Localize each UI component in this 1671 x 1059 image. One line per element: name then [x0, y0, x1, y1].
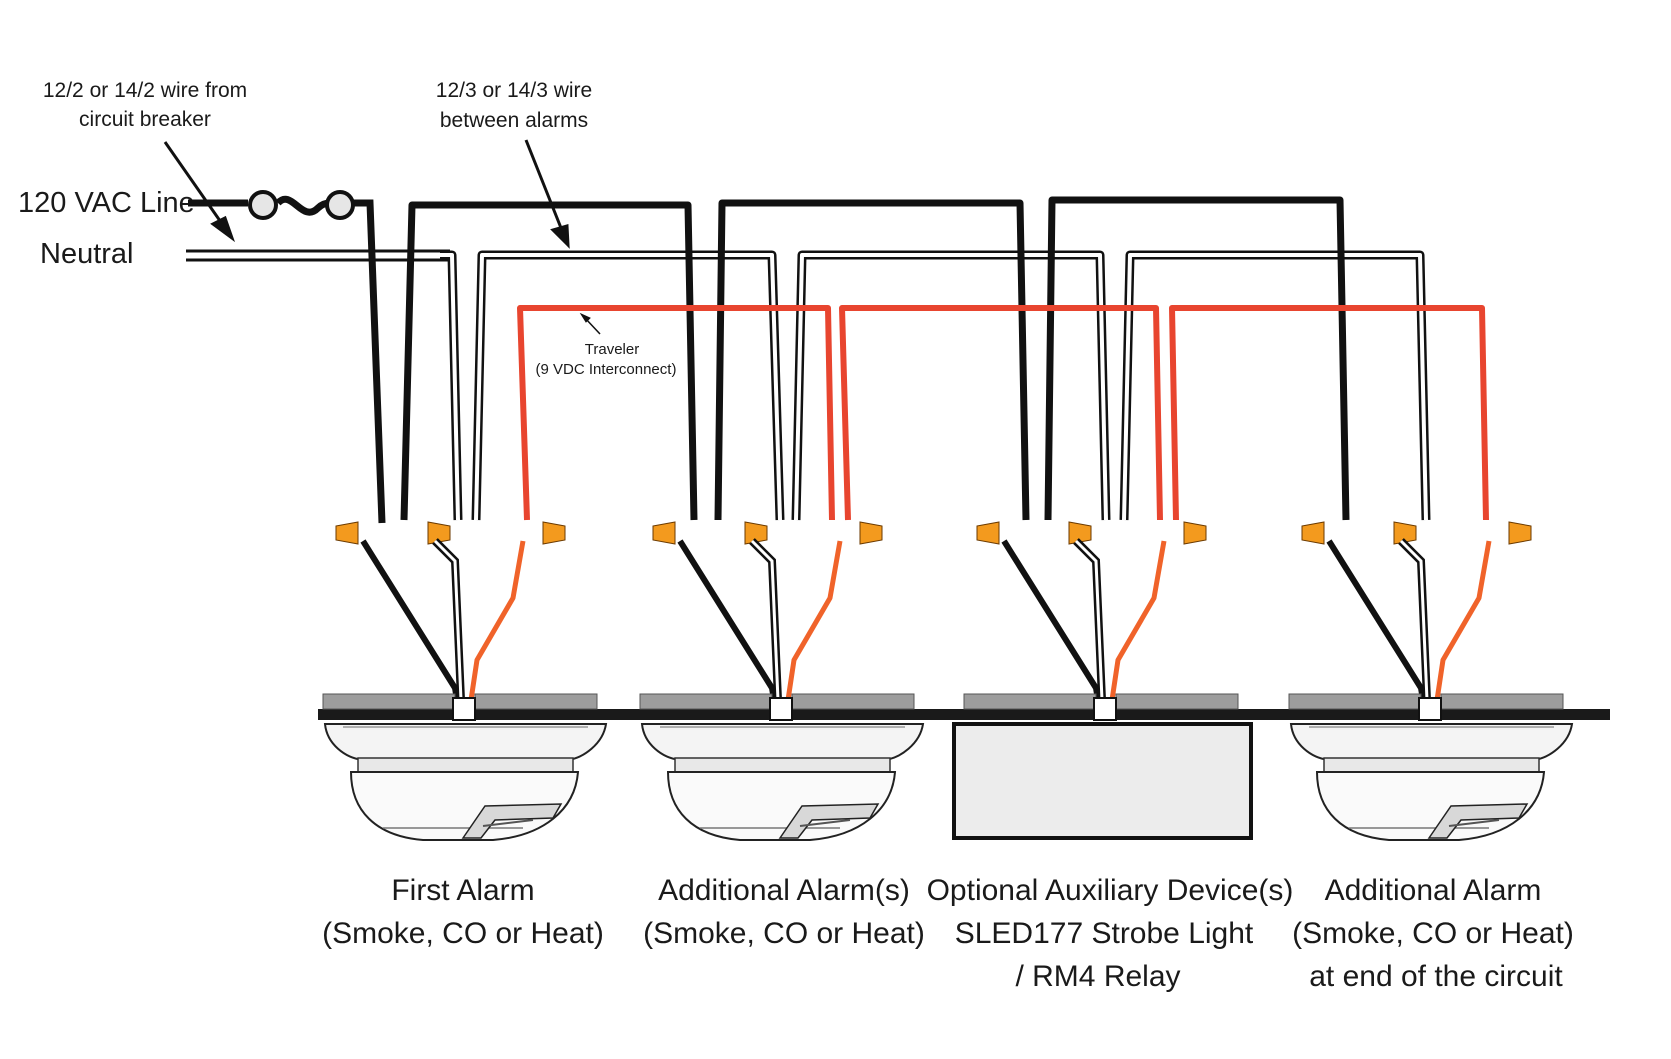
device-caption-1: First Alarm (Smoke, CO or Heat): [322, 874, 604, 950]
ceiling-line: [318, 709, 1610, 720]
mount-plate-left-4: [1288, 693, 1422, 710]
device-2-caption-line2: (Smoke, CO or Heat): [643, 917, 925, 950]
wire-source-label-line1: 12/2 or 14/2 wire from: [43, 79, 247, 102]
device-3-caption-line2: SLED177 Strobe Light: [955, 917, 1254, 950]
traveler-label-line1: Traveler: [585, 341, 639, 358]
wire-nut-4-3: [1508, 521, 1532, 545]
device-caption-4: Additional Alarm (Smoke, CO or Heat) at …: [1292, 874, 1574, 993]
hot-run-3: [1044, 196, 1350, 521]
neutral-run-1-2-core: [474, 253, 782, 521]
device-4-caption-line3: at end of the circuit: [1309, 960, 1563, 993]
auxiliary-device-box: [952, 722, 1253, 840]
alarm-button-4: [1427, 803, 1529, 839]
alarm-button-1: [461, 803, 563, 839]
terminal-block-2: [769, 697, 793, 721]
lead-neutral-core-2: [750, 539, 780, 701]
mount-plate-left-2: [639, 693, 773, 710]
wire-nut-1-3: [542, 521, 566, 545]
wire-between-label-line2: between alarms: [440, 109, 588, 132]
alarm-collar-1: [357, 757, 574, 773]
alarm-dome-2: [666, 771, 897, 841]
device-caption-2: Additional Alarm(s) (Smoke, CO or Heat): [643, 874, 925, 950]
wire-nut-4-2: [1393, 521, 1417, 545]
neutral-run-3-4-core: [1122, 253, 1428, 521]
alarm-dome-1: [349, 771, 580, 841]
device-4-caption-line1: Additional Alarm: [1325, 874, 1542, 907]
wire-nut-1-2: [427, 521, 451, 545]
annotation-arrows: [163, 139, 601, 335]
hot-wires: [400, 196, 1350, 521]
neutral-wires: [440, 250, 1431, 521]
wire-nut-2-1: [652, 521, 676, 545]
mount-plate-left-3: [963, 693, 1097, 710]
lead-traveler-3: [1109, 540, 1167, 701]
lead-traveler-2: [785, 540, 843, 701]
mount-plate-right-4: [1440, 693, 1564, 710]
device-leads: [360, 538, 1492, 701]
lead-traveler-1: [468, 540, 526, 701]
neutral-run-3-4-outline: [1119, 250, 1431, 521]
alarm-base-4: [1289, 723, 1574, 761]
lead-hot-4: [1326, 539, 1426, 701]
neutral-entry-1-core: [440, 253, 460, 521]
lead-neutral-core-3: [1074, 539, 1104, 701]
device-3-caption-line3: / RM4 Relay: [1015, 960, 1180, 993]
wire-nut-2-2: [744, 521, 768, 545]
alarm-button-2: [778, 803, 880, 839]
wire-source-label-line2: circuit breaker: [79, 108, 211, 131]
device-1-caption-line1: First Alarm: [391, 874, 534, 907]
mount-plate-right-3: [1115, 693, 1239, 710]
traveler-wires: [517, 305, 1489, 521]
mount-plate-right-2: [791, 693, 915, 710]
lead-neutral-core-1: [433, 539, 463, 701]
device-3-caption-line1: Optional Auxiliary Device(s): [927, 874, 1294, 907]
wire-nut-3-1: [976, 521, 1000, 545]
wire-nut-3-2: [1068, 521, 1092, 545]
hot-line-input: [188, 195, 386, 524]
alarm-vent-4: [1448, 819, 1500, 827]
lead-hot-3: [1001, 539, 1101, 701]
wire-nut-1-1: [335, 521, 359, 545]
alarm-collar-4: [1323, 757, 1540, 773]
lead-hot-2: [677, 539, 777, 701]
device-4-caption-line2: (Smoke, CO or Heat): [1292, 917, 1574, 950]
mount-plate-left-1: [322, 693, 456, 710]
fuse-icon: [248, 190, 355, 220]
mount-plate-right-1: [474, 693, 598, 710]
alarm-collar-2: [674, 757, 891, 773]
alarm-vent-1: [482, 819, 534, 827]
traveler-label-line2: (9 VDC Interconnect): [536, 361, 677, 378]
hot-run-2: [714, 199, 1030, 521]
traveler-run-3: [1169, 305, 1489, 521]
alarm-vent-2: [799, 819, 851, 827]
terminal-block-4: [1418, 697, 1442, 721]
alarm-base-2: [640, 723, 925, 761]
traveler-run-1: [517, 305, 835, 521]
device-caption-3: Optional Auxiliary Device(s) SLED177 Str…: [927, 874, 1294, 993]
terminal-block-3: [1093, 697, 1117, 721]
lead-hot-1: [360, 539, 460, 701]
alarm-base-1: [323, 723, 608, 761]
wire-nut-2-3: [859, 521, 883, 545]
traveler-run-2: [839, 305, 1163, 521]
device-2-caption-line1: Additional Alarm(s): [658, 874, 910, 907]
neutral-line-input: [186, 249, 456, 262]
wire-between-label-line1: 12/3 or 14/3 wire: [436, 79, 592, 102]
neutral-label: Neutral: [40, 238, 134, 270]
lead-traveler-4: [1434, 540, 1492, 701]
lead-neutral-core-4: [1399, 539, 1429, 701]
wire-nut-4-1: [1301, 521, 1325, 545]
device-1-caption-line2: (Smoke, CO or Heat): [322, 917, 604, 950]
alarm-dome-4: [1315, 771, 1546, 841]
wire-nuts: [335, 521, 1532, 545]
neutral-run-2-3-core: [794, 253, 1108, 521]
line-label: 120 VAC Line: [18, 187, 195, 219]
wire-nut-3-3: [1183, 521, 1207, 545]
devices: [322, 693, 1574, 841]
terminal-block-1: [452, 697, 476, 721]
hot-run-1: [400, 201, 698, 521]
